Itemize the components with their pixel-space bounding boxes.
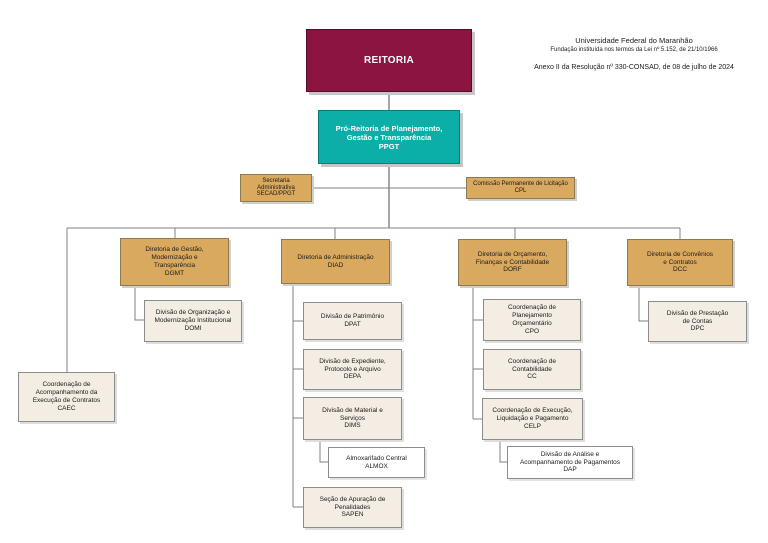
node-reitoria: REITORIA [306, 29, 472, 92]
node-cpl: Comissão Permanente de Licitação CPL [466, 177, 575, 199]
node-almox: Almoxarifado Central ALMOX [328, 447, 425, 478]
node-cc: Coordenação de Contabilidade CC [483, 349, 581, 390]
node-depa: Divisão de Expediente, Protocolo e Arqui… [303, 349, 402, 390]
node-ppgt: Pró-Reitoria de Planejamento, Gestão e T… [318, 110, 460, 164]
annex-resolution-note: Anexo II da Resolução nº 330-CONSAD, de … [534, 64, 734, 71]
document-header: Universidade Federal do Maranhão Fundaçã… [500, 36, 768, 71]
node-dpat: Divisão de Patrimônio DPAT [303, 302, 402, 340]
node-sapen: Seção de Apuração de Penalidades SAPEN [303, 487, 402, 528]
node-dap: Divisão de Análise e Acompanhamento de P… [507, 446, 633, 479]
node-dcc: Diretoria de Convênios e Contratos DCC [627, 239, 733, 286]
node-dgmt: Diretoria de Gestão, Modernização e Tran… [120, 238, 229, 286]
node-secad: Secretaria Administrativa SECAD/PPGT [240, 174, 312, 202]
node-dpc: Divisão de Prestação de Contas DPC [648, 301, 747, 342]
institution-name: Universidade Federal do Maranhão [575, 36, 693, 45]
node-cpo: Coordenação de Planejamento Orçamentário… [483, 299, 581, 341]
node-caec: Coordenação de Acompanhamento da Execuçã… [18, 372, 115, 422]
node-dims: Divisão de Material e Serviços DIMS [303, 397, 402, 440]
node-diad: Diretoria de Administração DIAD [281, 239, 390, 284]
node-dorf: Diretoria de Orçamento, Finanças e Conta… [458, 239, 567, 286]
node-celp: Coordenação de Execução, Liquidação e Pa… [482, 398, 583, 440]
node-domi: Divisão de Organização e Modernização In… [144, 300, 242, 342]
institution-foundation-note: Fundação instituída nos termos da Lei nº… [550, 47, 718, 53]
